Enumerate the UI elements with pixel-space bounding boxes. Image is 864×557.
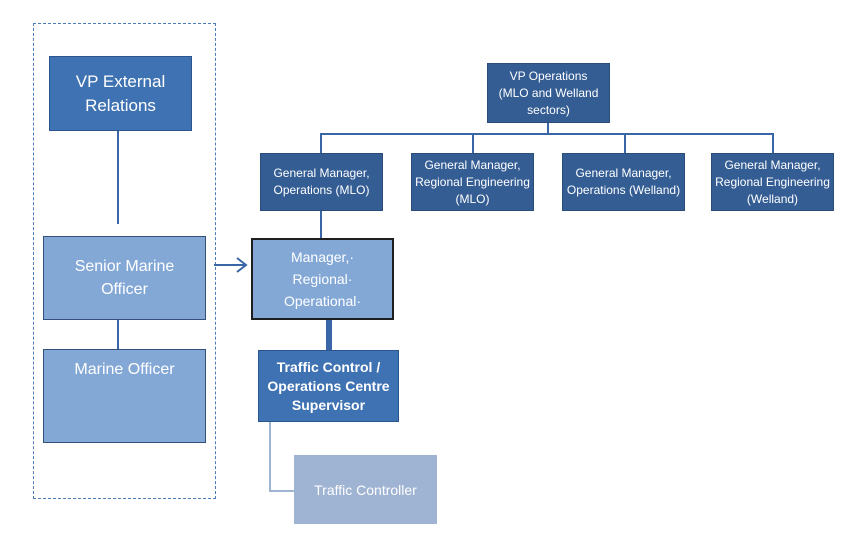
connector-supervisor-to-controller-v: [269, 422, 271, 492]
connector-senior-to-marine: [117, 319, 119, 349]
box-label-line: sectors): [527, 102, 570, 117]
box-traffic-controller[interactable]: Traffic Controller: [294, 455, 437, 524]
connector-supervisor-to-controller-h: [269, 490, 295, 492]
box-label-line: General Manager,: [724, 157, 821, 172]
arrow-icon: [214, 257, 248, 273]
connector-vp-ops-down: [547, 122, 549, 134]
box-label-line: Manager,·: [290, 249, 355, 265]
box-manager-regional-operational[interactable]: Manager,· Regional· Operational·: [251, 238, 394, 320]
box-label-line: Regional Engineering: [415, 174, 530, 189]
left-group-frame: [33, 23, 216, 499]
box-label-line: Relations: [85, 95, 156, 115]
box-gm-regional-engineering-mlo[interactable]: General Manager, Regional Engineering (M…: [411, 153, 534, 211]
box-marine-officer[interactable]: Marine Officer: [43, 349, 206, 443]
connector-gm1-to-manager: [320, 211, 322, 238]
connector-gm3-drop: [624, 133, 626, 153]
box-label-line: Regional Engineering: [715, 174, 830, 189]
box-label-line: Operations (Welland): [566, 183, 681, 197]
box-label-line: VP External: [75, 71, 166, 91]
box-label-line: Traffic Control /: [276, 358, 381, 375]
box-label-line: Supervisor: [291, 396, 366, 413]
box-senior-marine-officer[interactable]: Senior Marine Officer: [43, 236, 206, 320]
box-label-line: VP Operations: [509, 68, 588, 83]
box-label-line: Operations Centre: [267, 377, 390, 394]
box-label-line: Marine Officer: [74, 361, 175, 378]
box-label-line: Senior Marine: [74, 258, 175, 275]
connector-gm-horizontal: [320, 133, 774, 135]
box-label-line: Officer: [101, 281, 148, 298]
connector-gm2-drop: [472, 133, 474, 153]
box-label-line: (MLO and Welland: [498, 85, 599, 100]
box-label-line: Operational·: [283, 293, 362, 309]
connector-vp-external-to-senior: [117, 131, 119, 224]
box-gm-operations-mlo[interactable]: General Manager, Operations (MLO): [260, 153, 383, 211]
box-label-line: Operations (MLO): [273, 183, 370, 197]
box-label-line: Traffic Controller: [314, 481, 417, 498]
box-label-line: (MLO): [455, 191, 490, 206]
box-vp-external-relations[interactable]: VP External Relations: [49, 56, 192, 131]
box-label-line: (Welland): [746, 191, 799, 206]
box-traffic-control-supervisor[interactable]: Traffic Control / Operations Centre Supe…: [258, 350, 399, 422]
connector-manager-to-supervisor: [326, 320, 332, 350]
box-gm-operations-welland[interactable]: General Manager, Operations (Welland): [562, 153, 685, 211]
box-vp-operations[interactable]: VP Operations (MLO and Welland sectors): [487, 63, 610, 123]
box-gm-regional-engineering-welland[interactable]: General Manager, Regional Engineering (W…: [711, 153, 834, 211]
connector-gm4-drop: [772, 133, 774, 153]
box-label-line: General Manager,: [424, 157, 521, 172]
connector-gm1-drop: [320, 133, 322, 153]
box-label-line: General Manager,: [575, 166, 672, 180]
box-label-line: Regional·: [292, 271, 353, 287]
box-label-line: General Manager,: [273, 166, 370, 180]
